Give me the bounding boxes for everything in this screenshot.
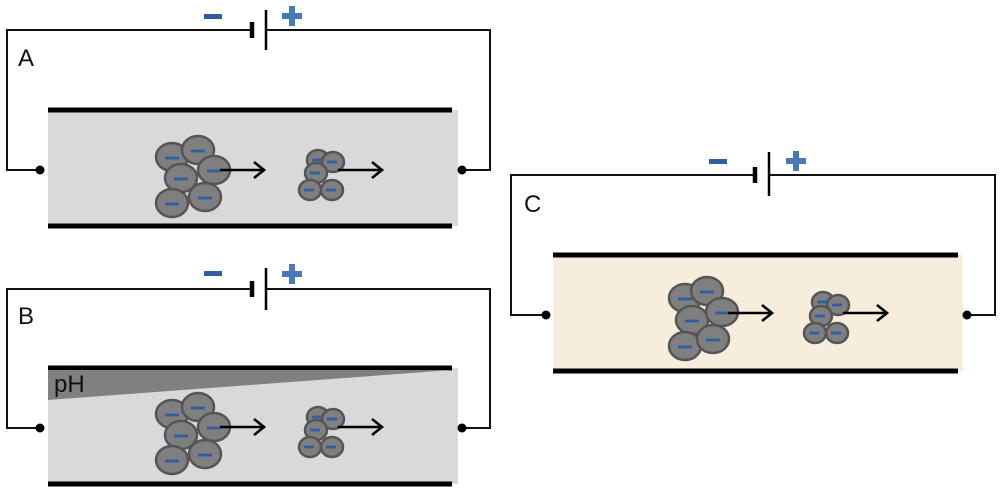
terminal-right <box>457 423 467 433</box>
minus-icon <box>304 158 337 192</box>
battery-icon <box>249 268 268 310</box>
arrow-right-icon <box>843 303 890 323</box>
large-protein-cluster <box>154 391 232 476</box>
plus-sign <box>786 151 806 171</box>
small-protein-cluster <box>802 290 851 345</box>
arrow-right-icon <box>338 160 385 180</box>
circuit-wire <box>510 174 996 316</box>
small-protein-cluster <box>297 405 346 459</box>
terminal-left <box>35 165 45 175</box>
minus-sign <box>204 14 222 19</box>
arrow-right-icon <box>728 303 775 323</box>
panel-label: B <box>18 303 34 330</box>
battery-icon <box>249 10 268 50</box>
minus-icon <box>678 290 729 349</box>
plus-sign <box>282 264 302 284</box>
terminal-left <box>541 310 551 320</box>
battery-icon <box>752 152 771 196</box>
minus-icon <box>809 300 842 335</box>
circuit-wire <box>6 288 491 429</box>
terminal-right <box>457 165 467 175</box>
panel-c: C <box>510 151 996 374</box>
panel-b: pH B <box>6 264 491 487</box>
circuit-wire <box>6 29 491 171</box>
arrow-right-icon <box>220 417 267 437</box>
terminal-left <box>35 423 45 433</box>
panel-label: A <box>18 45 34 72</box>
arrow-right-icon <box>338 417 385 437</box>
plus-sign <box>282 6 302 26</box>
minus-sign <box>709 159 727 164</box>
large-protein-cluster <box>667 275 740 362</box>
panel-label: C <box>524 191 541 218</box>
terminal-right <box>962 310 972 320</box>
minus-icon <box>165 149 221 206</box>
large-protein-cluster <box>154 134 232 219</box>
ph-gradient <box>48 370 452 400</box>
minus-icon <box>304 415 337 449</box>
panel-a: A <box>6 6 491 229</box>
minus-icon <box>165 406 221 463</box>
gel-chamber <box>48 110 458 226</box>
small-protein-cluster <box>297 148 346 202</box>
arrow-right-icon <box>220 160 267 180</box>
minus-sign <box>204 271 222 276</box>
ph-label: pH <box>54 371 85 398</box>
